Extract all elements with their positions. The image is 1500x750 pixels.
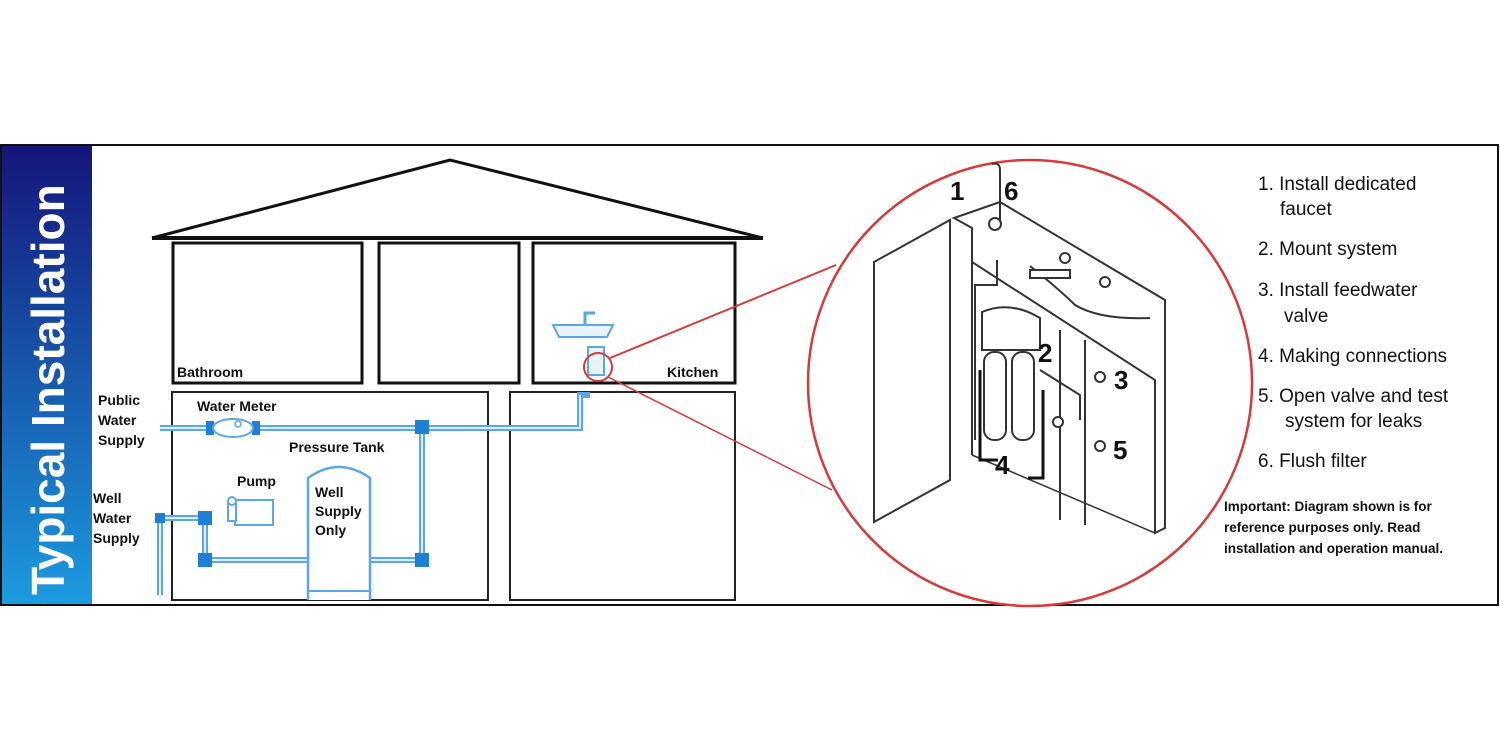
step-1: 1. Install dedicated faucet [1258, 174, 1422, 220]
step-5: 5. Open valve and test system for leaks [1258, 386, 1453, 432]
pressure-tank-icon [306, 465, 372, 600]
pressure-tank-label: Pressure Tank [289, 439, 385, 455]
important-note: Important: Diagram shown is for referenc… [1224, 499, 1443, 556]
water-meter-icon [206, 418, 260, 438]
banner: Typical Installation [2, 146, 92, 604]
house: Bathroom Kitchen [93, 158, 764, 601]
tank-note-label: Well Supply Only [315, 484, 366, 538]
bathroom-label: Bathroom [177, 364, 243, 380]
kitchen-label: Kitchen [667, 364, 718, 380]
under-sink-detail: 1 6 2 3 4 5 [873, 162, 1166, 535]
roof [151, 158, 764, 240]
water-meter-label: Water Meter [197, 398, 277, 414]
step-6: 6. Flush filter [1258, 451, 1367, 472]
step-3: 3. Install feedwater valve [1258, 280, 1423, 327]
well-water-supply-label: Well Water Supply [93, 490, 140, 546]
pump-icon [227, 496, 274, 526]
callout-number-3: 3 [1114, 365, 1128, 395]
step-2: 2. Mount system [1258, 239, 1397, 260]
room-kitchen [531, 241, 737, 385]
basement-right [509, 391, 736, 601]
step-4: 4. Making connections [1258, 346, 1447, 367]
callout-number-5: 5 [1113, 435, 1127, 465]
callout-number-6: 6 [1004, 176, 1018, 206]
pump-label: Pump [237, 473, 276, 489]
room-bathroom [171, 241, 364, 385]
public-water-supply-label: Public Water Supply [98, 392, 145, 448]
banner-title: Typical Installation [22, 184, 74, 595]
callout-number-1: 1 [950, 176, 964, 206]
installation-steps: 1. Install dedicated faucet 2. Mount sys… [1258, 174, 1453, 472]
callout-number-2: 2 [1038, 338, 1052, 368]
plumbing-pipes [155, 392, 590, 600]
room-middle [377, 241, 521, 385]
kitchen-sink-icon [551, 311, 615, 376]
callout-number-4: 4 [995, 450, 1010, 480]
